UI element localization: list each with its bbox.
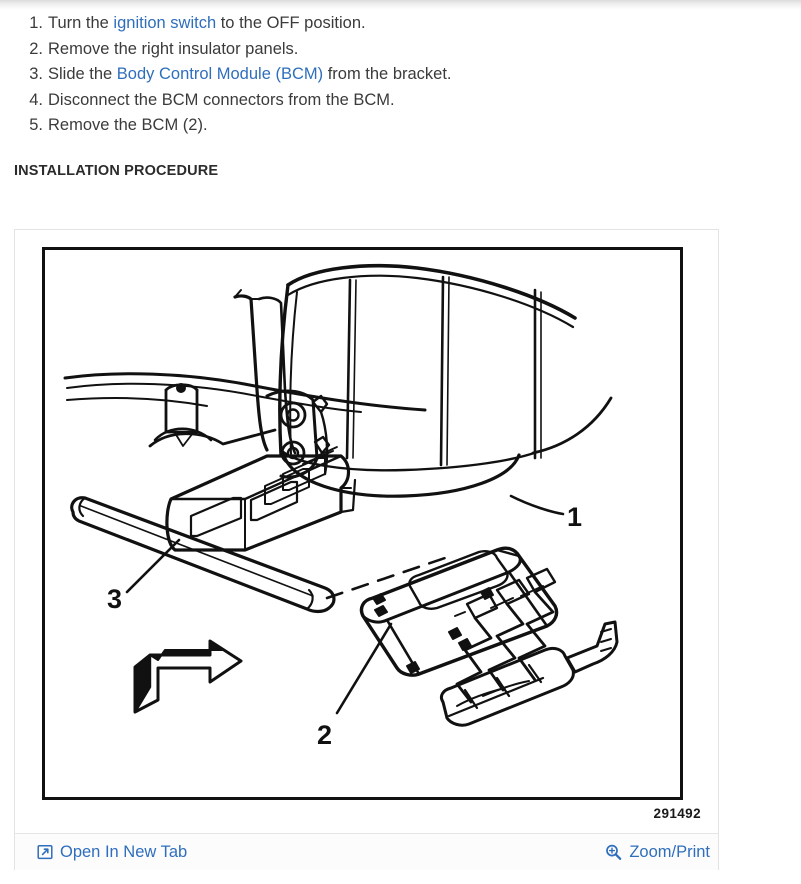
open-in-new-tab-icon <box>37 844 53 860</box>
removal-procedure-step-list: 1. Turn the ignition switch to the OFF po… <box>22 11 742 139</box>
figure-action-bar: Open In New Tab Zoom/Print <box>15 833 718 870</box>
callout-label-1: 1 <box>567 502 582 532</box>
direction-arrow-icon <box>133 639 243 714</box>
callout-label-3: 3 <box>107 584 122 614</box>
step-text-post: to the OFF position. <box>216 14 366 32</box>
zoom-print-label: Zoom/Print <box>629 843 710 861</box>
figure-image-area: 1 2 3 291492 Open In New Tab <box>15 230 718 870</box>
step-number: 3. <box>29 65 43 83</box>
list-item: 2. Remove the right insulator panels. <box>22 37 742 63</box>
step-number: 1. <box>29 14 43 32</box>
installation-procedure-heading: INSTALLATION PROCEDURE <box>14 163 219 179</box>
zoom-print-button[interactable]: Zoom/Print <box>605 842 710 862</box>
figure-number-caption: 291492 <box>653 806 701 821</box>
list-item: 5. Remove the BCM (2). <box>22 113 742 139</box>
list-item: 1. Turn the ignition switch to the OFF po… <box>22 11 742 37</box>
step-text-pre: Disconnect the BCM connectors from the B… <box>48 90 395 109</box>
step-number: 2. <box>29 39 43 58</box>
link-body-control-module[interactable]: Body Control Module (BCM) <box>116 65 324 83</box>
magnifier-plus-icon <box>605 844 622 861</box>
link-ignition-switch[interactable]: ignition switch <box>113 14 217 32</box>
list-item: 4. Disconnect the BCM connectors from the… <box>22 88 742 114</box>
step-number: 4. <box>29 90 43 109</box>
list-item: 3. Slide the Body Control Module (BCM) fr… <box>22 62 742 88</box>
bcm-exploded-view-svg: 1 2 3 <box>63 263 619 750</box>
step-text-pre: Turn the <box>48 14 114 32</box>
step-text-pre: Slide the <box>48 65 117 83</box>
step-text-post: from the bracket. <box>323 65 452 83</box>
step-text-pre: Remove the right insulator panels. <box>48 39 299 58</box>
top-scroll-shadow <box>0 0 801 10</box>
open-in-new-tab-label: Open In New Tab <box>60 843 188 861</box>
callout-label-2: 2 <box>317 720 332 750</box>
step-number: 5. <box>29 116 43 134</box>
figure-card: 1 2 3 291492 Open In New Tab <box>14 229 719 870</box>
step-text-pre: Remove the BCM (2). <box>48 116 208 134</box>
open-in-new-tab-button[interactable]: Open In New Tab <box>37 842 187 862</box>
technical-illustration[interactable]: 1 2 3 <box>42 247 683 800</box>
